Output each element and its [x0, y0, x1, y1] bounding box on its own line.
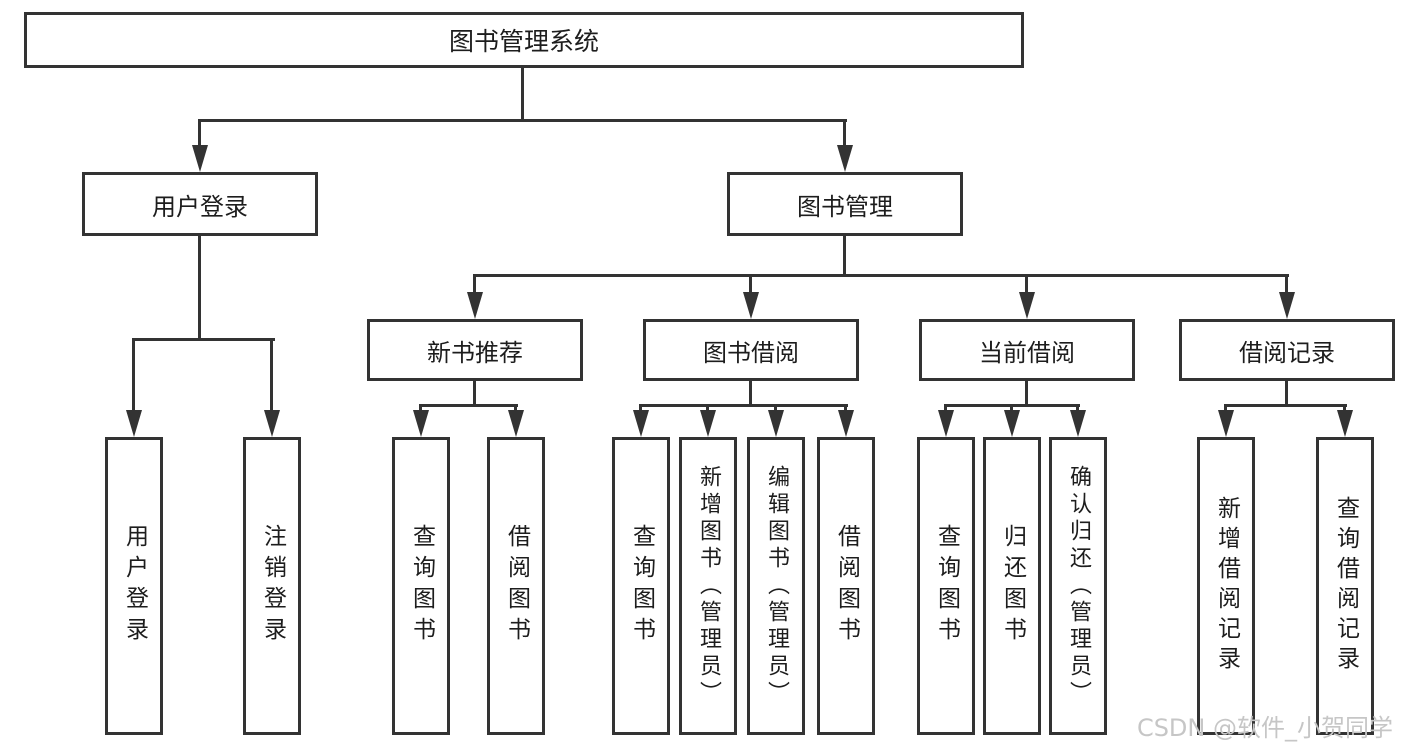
connector-line	[132, 338, 135, 411]
connector-line	[1285, 274, 1288, 293]
leaf-cb-confirm-return-label: 确认归还（管理员）	[1066, 464, 1091, 708]
arrow-down-icon	[508, 410, 524, 437]
leaf-nbr-query-books: 查询图书	[392, 437, 450, 735]
leaf-user-login-label: 用户登录	[121, 524, 148, 648]
node-user-login: 用户登录	[82, 172, 318, 236]
connector-line	[1343, 404, 1346, 412]
node-book-borrowing-label: 图书借阅	[703, 338, 799, 367]
connector-line	[774, 404, 777, 412]
node-root-label: 图书管理系统	[448, 27, 599, 56]
connector-line	[1076, 404, 1079, 412]
leaf-br-query-record: 查询借阅记录	[1316, 437, 1374, 735]
node-book-borrowing: 图书借阅	[643, 319, 859, 381]
arrow-down-icon	[1279, 292, 1295, 319]
leaf-bb-add-books-label: 新增图书（管理员）	[696, 464, 721, 708]
connector-line	[1224, 404, 1347, 407]
arrow-down-icon	[1337, 410, 1353, 437]
connector-line	[843, 119, 846, 146]
connector-line	[514, 404, 517, 412]
connector-line	[521, 66, 524, 121]
arrow-down-icon	[700, 410, 716, 437]
node-current-borrowing: 当前借阅	[919, 319, 1135, 381]
connector-line	[419, 404, 422, 412]
arrow-down-icon	[1019, 292, 1035, 319]
leaf-cb-query-books: 查询图书	[917, 437, 975, 735]
node-borrowing-records: 借阅记录	[1179, 319, 1395, 381]
arrow-down-icon	[838, 410, 854, 437]
leaf-br-query-record-label: 查询借阅记录	[1332, 496, 1359, 676]
leaf-bb-borrow-books: 借阅图书	[817, 437, 875, 735]
connector-line	[473, 274, 476, 293]
connector-line	[1025, 379, 1028, 406]
arrow-down-icon	[264, 410, 280, 437]
leaf-br-add-record-label: 新增借阅记录	[1213, 496, 1240, 676]
leaf-bb-query-books-label: 查询图书	[628, 524, 655, 648]
leaf-user-login: 用户登录	[105, 437, 163, 735]
leaf-cb-query-books-label: 查询图书	[933, 524, 960, 648]
node-new-book-recommend: 新书推荐	[367, 319, 583, 381]
connector-line	[1010, 404, 1013, 412]
connector-line	[473, 379, 476, 406]
connector-line	[198, 119, 201, 146]
leaf-cb-return-books-label: 归还图书	[999, 524, 1026, 648]
node-book-management: 图书管理	[727, 172, 963, 236]
leaf-cb-confirm-return: 确认归还（管理员）	[1049, 437, 1107, 735]
leaf-bb-borrow-books-label: 借阅图书	[833, 524, 860, 648]
node-book-management-label: 图书管理	[797, 192, 893, 221]
node-new-book-recommend-label: 新书推荐	[427, 338, 523, 367]
node-root: 图书管理系统	[24, 12, 1024, 68]
arrow-down-icon	[938, 410, 954, 437]
leaf-nbr-borrow-books: 借阅图书	[487, 437, 545, 735]
connector-line	[1224, 404, 1227, 412]
node-current-borrowing-label: 当前借阅	[979, 338, 1075, 367]
arrow-down-icon	[413, 410, 429, 437]
arrow-down-icon	[1004, 410, 1020, 437]
watermark-text: CSDN @软件_小贺同学	[1136, 714, 1393, 742]
leaf-nbr-borrow-books-label: 借阅图书	[503, 524, 530, 648]
leaf-br-add-record: 新增借阅记录	[1197, 437, 1255, 735]
connector-line	[706, 404, 709, 412]
connector-line	[198, 119, 847, 122]
connector-line	[419, 404, 518, 407]
connector-line	[843, 234, 846, 276]
connector-line	[198, 234, 201, 339]
arrow-down-icon	[837, 145, 853, 172]
leaf-bb-edit-books-label: 编辑图书（管理员）	[764, 464, 789, 708]
leaf-bb-query-books: 查询图书	[612, 437, 670, 735]
leaf-cb-return-books: 归还图书	[983, 437, 1041, 735]
arrow-down-icon	[192, 145, 208, 172]
connector-line	[270, 338, 273, 411]
node-user-login-label: 用户登录	[152, 192, 248, 221]
node-borrowing-records-label: 借阅记录	[1239, 338, 1335, 367]
connector-line	[639, 404, 642, 412]
leaf-bb-edit-books: 编辑图书（管理员）	[747, 437, 805, 735]
connector-line	[749, 274, 752, 293]
arrow-down-icon	[1218, 410, 1234, 437]
connector-line	[844, 404, 847, 412]
leaf-nbr-query-books-label: 查询图书	[408, 524, 435, 648]
arrow-down-icon	[768, 410, 784, 437]
connector-line	[1025, 274, 1028, 293]
arrow-down-icon	[633, 410, 649, 437]
leaf-logout: 注销登录	[243, 437, 301, 735]
leaf-logout-label: 注销登录	[259, 524, 286, 648]
arrow-down-icon	[1070, 410, 1086, 437]
connector-line	[1285, 379, 1288, 406]
arrow-down-icon	[126, 410, 142, 437]
arrow-down-icon	[467, 292, 483, 319]
connector-line	[473, 274, 1289, 277]
connector-line	[944, 404, 947, 412]
connector-line	[132, 338, 275, 341]
leaf-bb-add-books: 新增图书（管理员）	[679, 437, 737, 735]
connector-line	[639, 404, 848, 407]
connector-line	[749, 379, 752, 406]
arrow-down-icon	[743, 292, 759, 319]
